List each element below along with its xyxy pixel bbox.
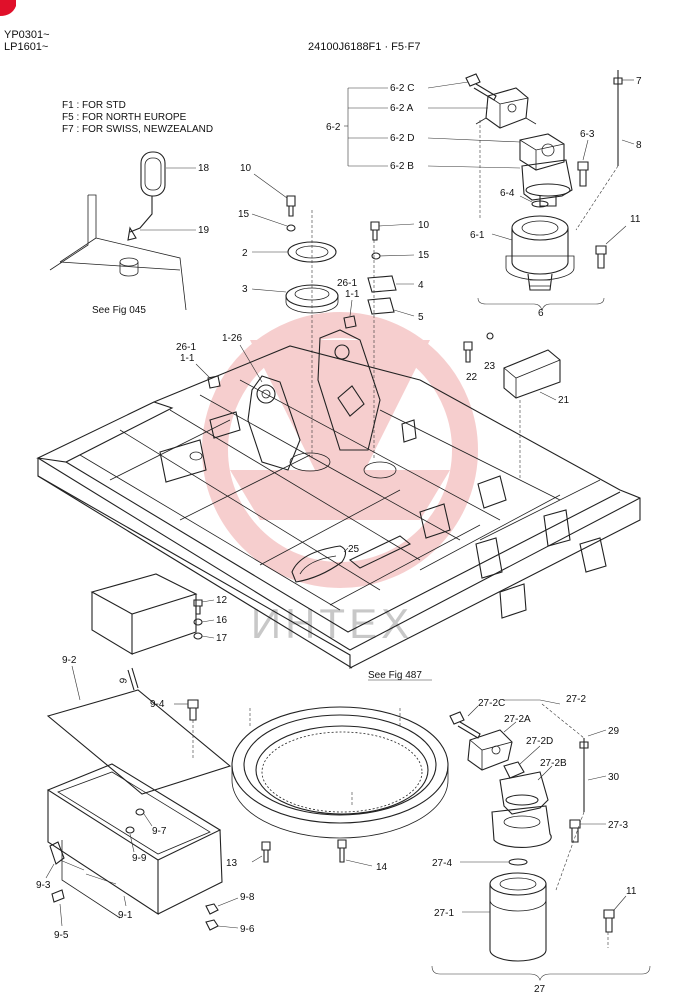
label-6-3: 6-3 [580, 129, 595, 140]
label-10-top: 10 [240, 163, 252, 174]
swing-motor-assy-lower [431, 699, 651, 981]
label-26-1-upper: 26-1 [337, 278, 357, 289]
label-6-2: 6-2 [326, 122, 341, 133]
label-9-4: 9-4 [150, 699, 165, 710]
label-9-1: 9-1 [118, 910, 133, 921]
label-14: 14 [376, 862, 388, 873]
label-22: 22 [466, 372, 478, 383]
label-9-5: 9-5 [54, 930, 69, 941]
legend-f7: F7 : FOR SWISS, NEWZEALAND [62, 124, 213, 135]
swing-bearing-ring [231, 679, 449, 867]
label-9-9: 9-9 [132, 853, 147, 864]
label-6-1: 6-1 [470, 230, 485, 241]
watermark-logo [202, 312, 478, 588]
label-27-2: 27-2 [566, 694, 586, 705]
serial-range-2: LP1601~ [4, 41, 48, 53]
label-6-2b: 6-2 B [390, 161, 414, 172]
label-9-7: 9-7 [152, 826, 167, 837]
label-19: 19 [198, 225, 210, 236]
label-1-26: 1-26 [222, 333, 242, 344]
label-1-1-upper: 1-1 [345, 289, 360, 300]
watermark-text: ИНТЕХ [251, 600, 413, 647]
label-16: 16 [216, 615, 228, 626]
label-30: 30 [608, 772, 620, 783]
label-10-right: 10 [418, 220, 430, 231]
label-3: 3 [242, 284, 248, 295]
center-joint-parts [251, 173, 339, 460]
cover-plate-parts [367, 221, 415, 460]
label-21: 21 [558, 395, 570, 406]
label-6: 6 [538, 308, 544, 319]
legend-f1: F1 : FOR STD [62, 100, 126, 111]
label-5: 5 [418, 312, 424, 323]
label-2: 2 [242, 248, 248, 259]
label-7: 7 [636, 76, 642, 87]
label-11-lower: 11 [626, 886, 637, 897]
label-27-3: 27-3 [608, 820, 628, 831]
label-27-2d: 27-2D [526, 736, 553, 747]
label-18: 18 [198, 163, 210, 174]
label-27-2a: 27-2A [504, 714, 531, 725]
label-6-2a: 6-2 A [390, 103, 414, 114]
label-15-left: 15 [238, 209, 250, 220]
serial-range-1: YP0301~ [4, 29, 50, 41]
ref-fig-487: See Fig 487 [368, 670, 422, 681]
legend-f5: F5 : FOR NORTH EUROPE [62, 112, 187, 123]
label-9-2: 9-2 [62, 655, 77, 666]
label-15-right: 15 [418, 250, 430, 261]
label-9: 9 [118, 677, 130, 685]
label-4: 4 [418, 280, 424, 291]
label-27: 27 [534, 984, 546, 995]
corner-mark [0, 0, 16, 16]
plug-upper [343, 315, 357, 329]
swing-motor-assy-upper [344, 70, 635, 311]
label-23: 23 [484, 361, 496, 372]
drawing-number: 24100J6188F1 · F5·F7 [308, 41, 421, 53]
ref-fig-045: See Fig 045 [92, 305, 146, 316]
label-25: 25 [348, 544, 360, 555]
toolbox-assembly [45, 573, 239, 931]
mirror-assembly [49, 151, 196, 311]
label-6-4: 6-4 [500, 188, 515, 199]
label-9-8: 9-8 [240, 892, 255, 903]
label-9-3: 9-3 [36, 880, 51, 891]
label-6-2c: 6-2 C [390, 83, 414, 94]
label-9-6: 9-6 [240, 924, 255, 935]
stopper-parts [463, 332, 561, 480]
label-13: 13 [226, 858, 238, 869]
label-11-upper: 11 [630, 214, 641, 225]
label-27-2c: 27-2C [478, 698, 505, 709]
label-6-2d: 6-2 D [390, 133, 414, 144]
label-12: 12 [216, 595, 228, 606]
label-8: 8 [636, 140, 642, 151]
label-26-1-lower: 26-1 [176, 342, 196, 353]
label-27-1: 27-1 [434, 908, 454, 919]
label-1-1-lower: 1-1 [180, 353, 195, 364]
label-27-4: 27-4 [432, 858, 452, 869]
label-29: 29 [608, 726, 620, 737]
label-17: 17 [216, 633, 228, 644]
label-27-2b: 27-2B [540, 758, 567, 769]
upper-frame [36, 329, 641, 669]
